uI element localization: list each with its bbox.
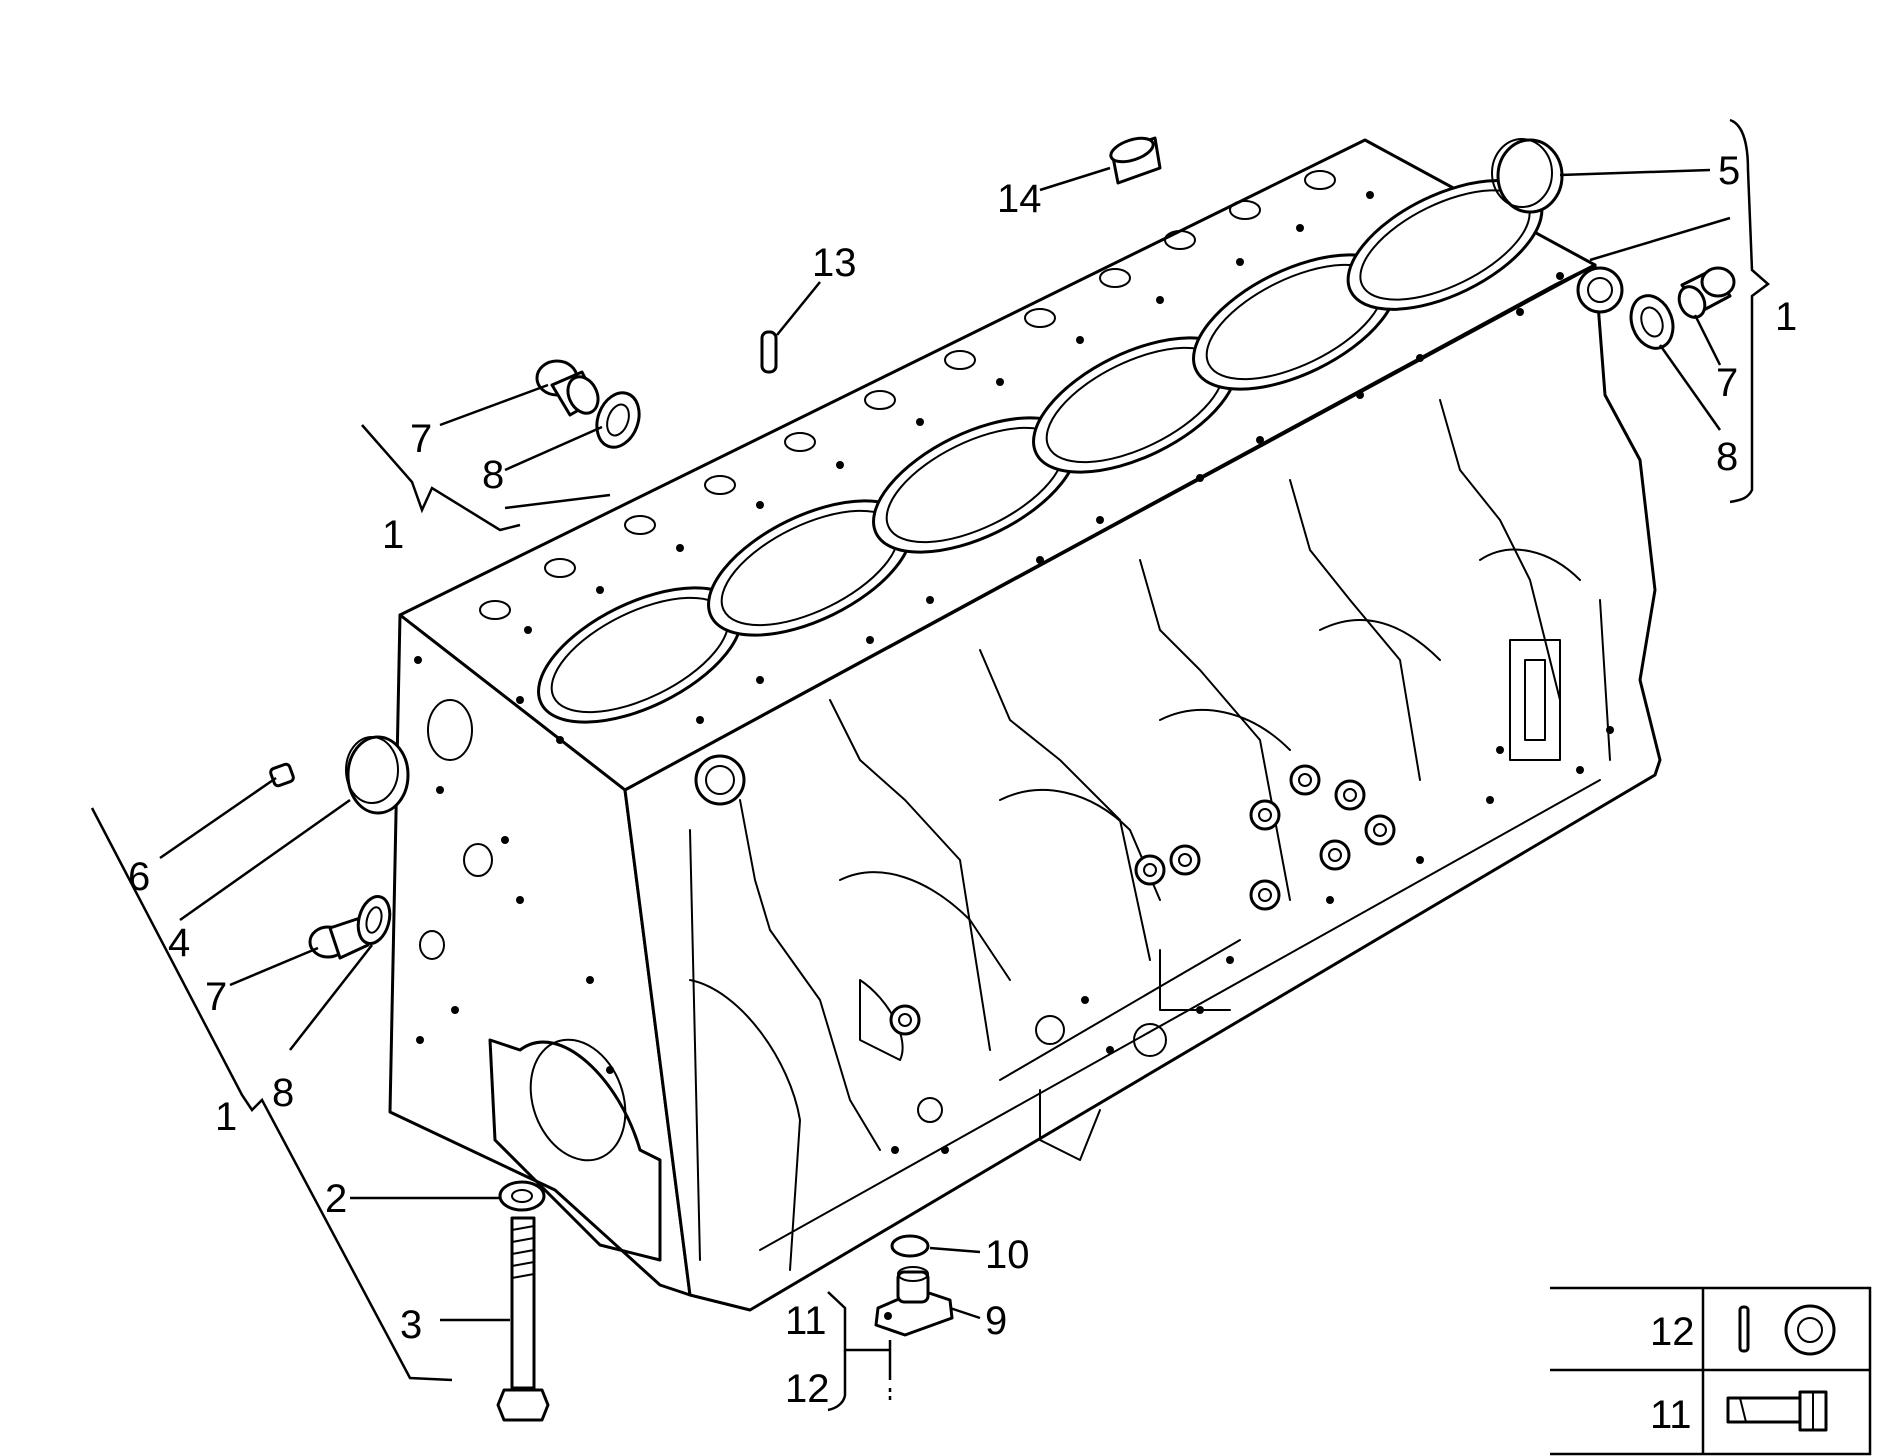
part-10-o-ring — [890, 1234, 930, 1258]
part-3-bolt — [496, 1216, 550, 1422]
part-13-dowel-pin — [760, 330, 778, 374]
callout-8-right: 8 — [1716, 435, 1738, 479]
callout-1-right: 1 — [1775, 295, 1797, 339]
callout-6: 6 — [128, 855, 150, 899]
callout-14: 14 — [997, 177, 1042, 221]
callout-10: 10 — [985, 1233, 1030, 1277]
fastener-legend: 12 11 — [1550, 1286, 1872, 1456]
callout-12: 12 — [785, 1367, 830, 1411]
legend-label-12: 12 — [1650, 1310, 1695, 1354]
callout-8-left: 8 — [272, 1071, 294, 1115]
callout-8-top-left: 8 — [482, 453, 504, 497]
callout-7-right: 7 — [1716, 361, 1738, 405]
part-4-bushing — [345, 735, 410, 815]
part-8-washer-right — [1629, 294, 1675, 350]
callout-7-left: 7 — [205, 975, 227, 1019]
leader-lines — [159, 166, 1722, 1400]
part-14-plug — [1109, 136, 1162, 185]
callout-9: 9 — [985, 1299, 1007, 1343]
part-5-cap — [1491, 138, 1564, 214]
legend-label-11: 11 — [1650, 1393, 1692, 1437]
callout-labels: 14 13 5 7 8 1 1 7 8 6 4 7 8 1 2 3 10 9 1… — [128, 149, 1797, 1411]
callout-5: 5 — [1718, 149, 1740, 193]
washer-icon — [1784, 1304, 1836, 1356]
callout-3: 3 — [400, 1303, 422, 1347]
part-7-plug-right — [1677, 266, 1736, 319]
part-2-washer — [498, 1180, 546, 1212]
cylinder-block — [388, 138, 1662, 1312]
part-9-fitting — [874, 1266, 954, 1337]
bolt-icon — [1726, 1390, 1828, 1432]
cylinder-bores — [537, 179, 1544, 724]
callout-1-left: 1 — [215, 1095, 237, 1139]
callout-4: 4 — [168, 921, 190, 965]
callout-13: 13 — [812, 241, 857, 285]
part-6-grub-screw — [269, 762, 295, 788]
callout-1-top-left: 1 — [382, 513, 404, 557]
part-8-washer-left — [356, 894, 392, 946]
part-7-plug-top-left — [535, 359, 600, 417]
group-brackets — [90, 118, 1770, 1412]
callout-2: 2 — [325, 1177, 347, 1221]
part-8-washer-top-left — [595, 391, 641, 449]
callout-7-top-left: 7 — [410, 417, 432, 461]
pin-icon — [1738, 1305, 1750, 1353]
callout-11: 11 — [785, 1299, 827, 1343]
